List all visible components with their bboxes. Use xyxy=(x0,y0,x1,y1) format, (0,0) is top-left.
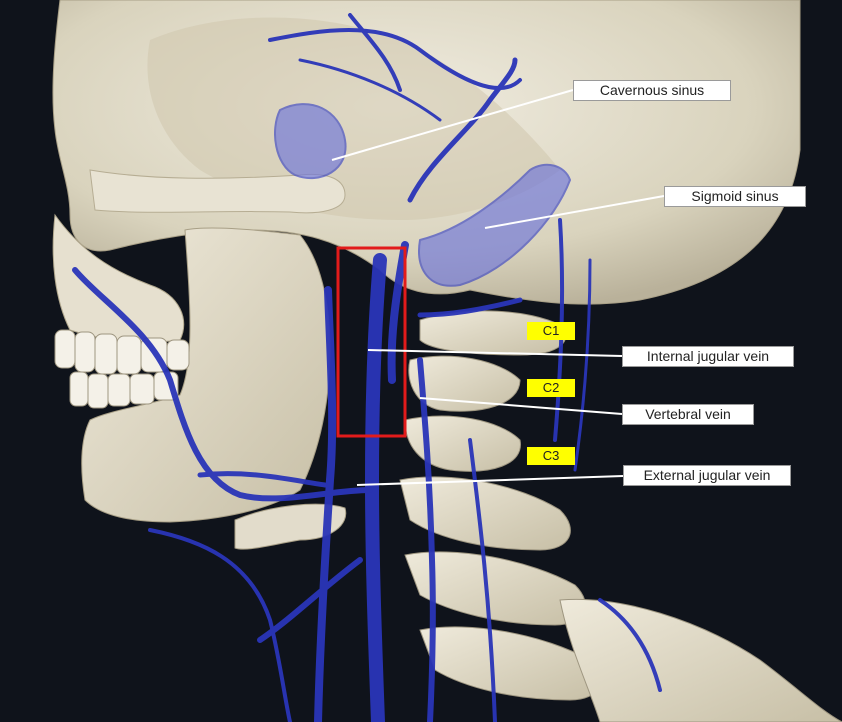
zygomatic-arch xyxy=(89,169,346,214)
leader-lines xyxy=(331,89,665,486)
sigmoid-sinus-label: Sigmoid sinus xyxy=(664,186,806,207)
cervical-spine xyxy=(399,310,842,722)
vertebra-c3-label: C3 xyxy=(527,447,575,465)
vein-network xyxy=(72,13,662,722)
highlight-box xyxy=(336,246,407,438)
vertebra-c2-label: C2 xyxy=(527,379,575,397)
hyoid-bone xyxy=(234,503,347,550)
internal-jugular-vein-label: Internal jugular vein xyxy=(622,346,794,367)
vertebral-vein-label: Vertebral vein xyxy=(622,404,754,425)
external-jugular-vein-label: External jugular vein xyxy=(623,465,791,486)
temporal-fossa xyxy=(147,17,560,220)
lower-teeth xyxy=(69,371,179,409)
vertebra-c1-label: C1 xyxy=(527,322,575,340)
cavernous-sinus-label: Cavernous sinus xyxy=(573,80,731,101)
